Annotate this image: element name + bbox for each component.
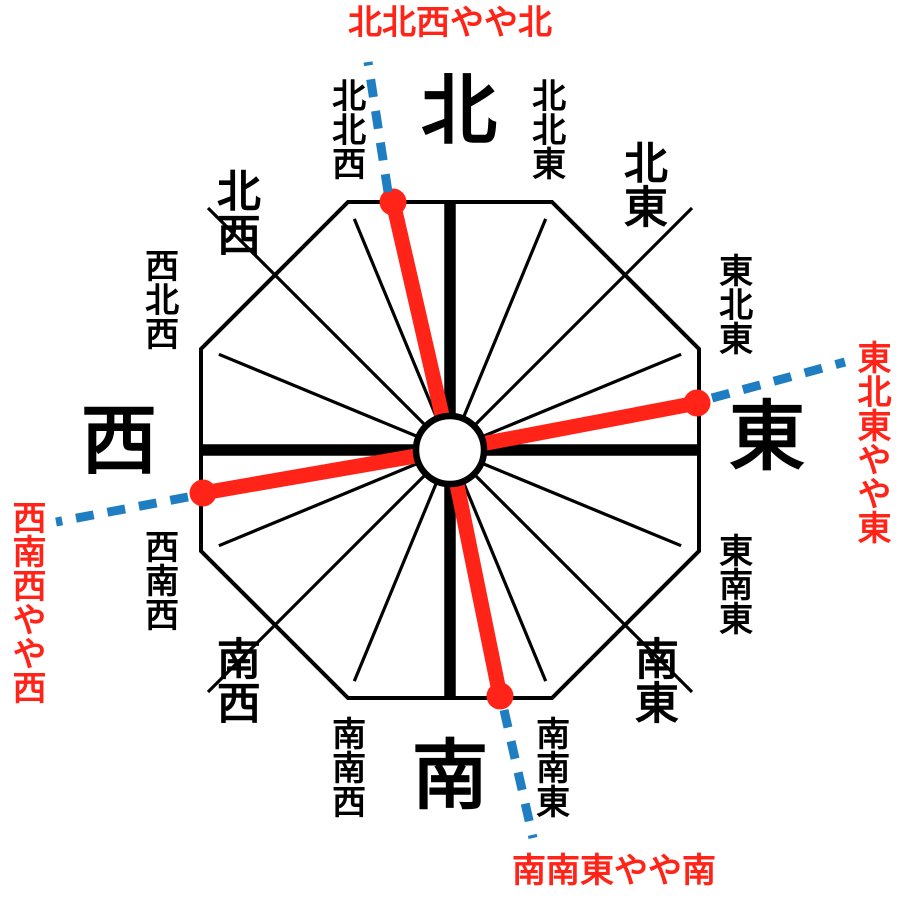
tip-dot-wsw (189, 479, 217, 507)
leader-line-sse (499, 709, 538, 839)
leader-line-wsw (55, 492, 189, 527)
tip-dot-nnw (379, 188, 407, 216)
label-northwest: 北西 (209, 168, 259, 256)
label-south: 南 (412, 735, 488, 819)
label-southeast: 南東 (627, 636, 677, 724)
label-southwest: 南西 (209, 636, 259, 724)
highlight-ray-nnw-slightly-n (385, 194, 458, 458)
label-east-northeast: 東北東 (713, 253, 751, 355)
leader-line-nnw (363, 61, 393, 193)
label-south-southwest: 南南西 (326, 716, 364, 818)
annotation-wsw-slightly-west: 西南西やや西 (7, 500, 45, 704)
label-north-northwest: 北北西 (326, 78, 364, 180)
label-north-northeast: 北北東 (526, 78, 564, 180)
highlight-ray-sse-slightly-s (442, 442, 508, 704)
tip-dot-ene (683, 389, 711, 417)
compass-hub (412, 412, 488, 488)
highlight-rays (195, 194, 705, 704)
compass-cardinal-arms (201, 202, 699, 698)
highlight-tip-dots (189, 188, 711, 710)
leader-line-ene (710, 357, 847, 403)
label-east-southeast: 東南東 (713, 533, 751, 635)
leader-lines (55, 61, 847, 839)
annotation-nnw-slightly-north: 北北西やや北 (348, 5, 552, 42)
label-west-northwest: 西北西 (139, 248, 177, 350)
compass-spokes-thin (206, 206, 694, 694)
label-south-southeast: 南南東 (530, 716, 568, 818)
tip-dot-sse (486, 682, 514, 710)
label-east: 東 (729, 396, 805, 480)
label-west: 西 (81, 400, 157, 484)
highlight-ray-wsw-slightly-w (195, 442, 458, 501)
label-northeast: 北東 (616, 140, 666, 228)
annotation-ene-slightly-east: 東北東やや東 (852, 340, 890, 544)
label-west-southwest: 西南西 (139, 529, 177, 631)
annotation-sse-slightly-south: 南南東やや南 (512, 853, 716, 890)
label-north: 北 (421, 70, 497, 154)
highlight-ray-ene-slightly-e (442, 395, 705, 458)
